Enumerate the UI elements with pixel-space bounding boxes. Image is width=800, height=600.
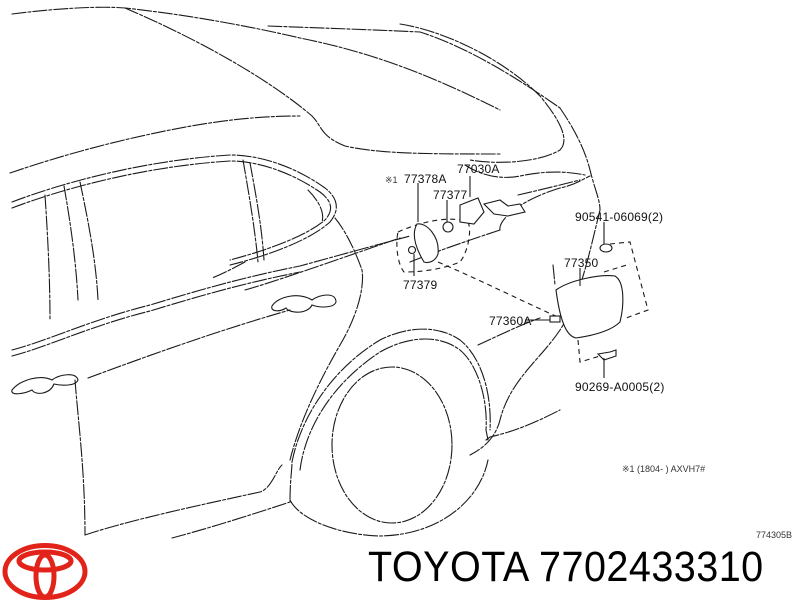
callout-77377: 77377: [433, 188, 468, 202]
callout-77350: 77350: [564, 256, 599, 270]
diagram-code: 774305B: [756, 530, 793, 540]
callout-90541-06069: 90541-06069(2): [575, 210, 664, 224]
footnote: ※1 (1804- ) AXVH7#: [622, 464, 706, 474]
callout-77360A: 77360A: [489, 314, 532, 328]
callout-77030A: 77030A: [457, 162, 500, 176]
toyota-logo-icon: [2, 543, 88, 600]
callout-note-mark: ※1: [385, 175, 398, 185]
callout-77378A: 77378A: [404, 172, 447, 186]
brand-part-number: TOYOTA 7702433310: [368, 543, 764, 591]
callout-90269-A0005: 90269-A0005(2): [575, 380, 665, 394]
callout-77379: 77379: [403, 278, 438, 292]
